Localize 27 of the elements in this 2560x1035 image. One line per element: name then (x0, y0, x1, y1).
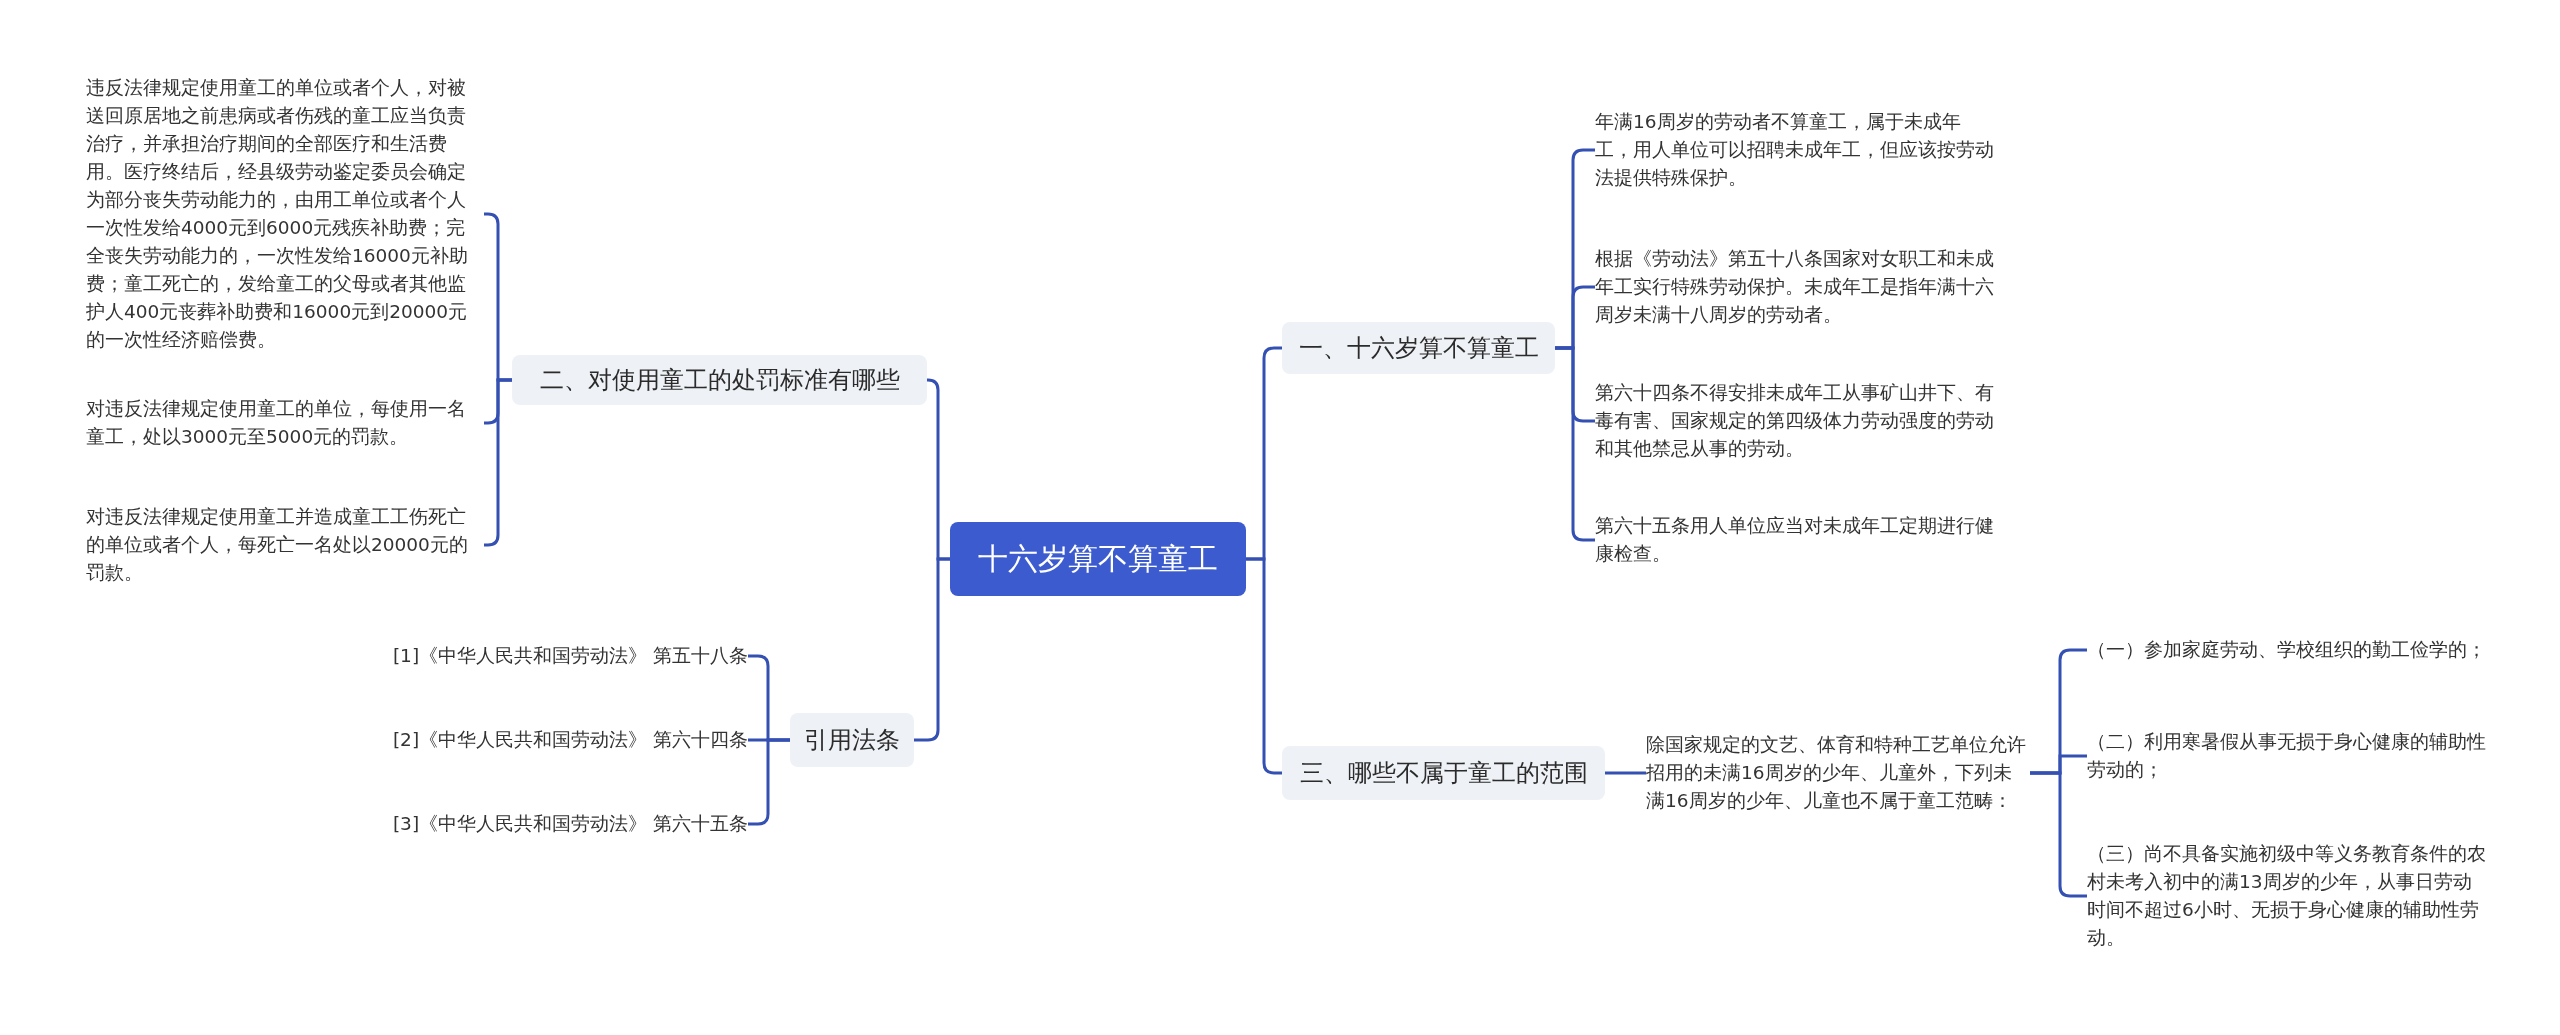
note-text: 第六十四条不得安排未成年工从事矿山井下、有毒有害、国家规定的第四级体力劳动强度的劳动和其他禁忌从事的劳动。 (1595, 379, 1997, 463)
note-text: 除国家规定的文艺、体育和特种工艺单位允许招用的未满16周岁的少年、儿童外，下列未满16周岁的少年、儿童也不属于童工范畴： (1646, 731, 2030, 815)
note-text: 年满16周岁的劳动者不算童工，属于未成年工，用人单位可以招聘未成年工，但应该按劳动法提供特殊保护。 (1595, 108, 1997, 192)
note-text: 对违反法律规定使用童工的单位，每使用一名童工，处以3000元至5000元的罚款。 (86, 395, 484, 451)
reference-text: [2]《中华人民共和国劳动法》 第六十四条 (388, 726, 748, 754)
reference-text: [3]《中华人民共和国劳动法》 第六十五条 (388, 810, 748, 838)
topic-label: 二、对使用童工的处罚标准有哪些 (539, 365, 900, 396)
topic-label: 一、十六岁算不算童工 (1298, 333, 1539, 364)
connector-line (1605, 771, 1646, 775)
note-text: （二）利用寒暑假从事无损于身心健康的辅助性劳动的； (2087, 728, 2487, 784)
topic-box (1282, 322, 1555, 374)
note-text: （三）尚不具备实施初级中等义务教育条件的农村未考入初中的满13周岁的少年，从事日劳动时间不超过6小时、无损于身心健康的辅助性劳动。 (2087, 840, 2487, 952)
connector-line (914, 557, 950, 742)
connector-line (1246, 557, 1282, 775)
topic-box (790, 713, 914, 767)
topic-label: 三、哪些不属于童工的范围 (1299, 758, 1588, 789)
note-text: （一）参加家庭劳动、学校组织的勤工俭学的； (2087, 636, 2487, 664)
note-text: 第六十五条用人单位应当对未成年工定期进行健康检查。 (1595, 512, 1997, 568)
topic-label: 引用法条 (804, 725, 900, 756)
topic-box (512, 355, 927, 405)
note-text: 根据《劳动法》第五十八条国家对女职工和未成年工实行特殊劳动保护。未成年工是指年满十六周岁未满十八周岁的劳动者。 (1595, 245, 1997, 329)
note-text: 对违反法律规定使用童工并造成童工工伤死亡的单位或者个人，每死亡一名处以20000元的罚款。 (86, 503, 484, 587)
central-topic-box (950, 522, 1246, 596)
note-text: 违反法律规定使用童工的单位或者个人，对被送回原居地之前患病或者伤残的童工应当负责治疗，并承担治疗期间的全部医疗和生活费用。医疗终结后，经县级劳动鉴定委员会确定为部分丧失劳动能力的，由用工单位或者个人一次性发给4000元到6000元残疾补助费；完全丧失劳动能力的，一次性发给16000元补助费；童工死亡的，发给童工的父母或者其他监护人400元丧葬补助费和16000元到20000元的一次性经济赔偿费。 (86, 74, 484, 354)
reference-text: [1]《中华人民共和国劳动法》 第五十八条 (388, 642, 748, 670)
topic-box (1282, 746, 1605, 800)
topic-label: 十六岁算不算童工 (978, 539, 1218, 578)
